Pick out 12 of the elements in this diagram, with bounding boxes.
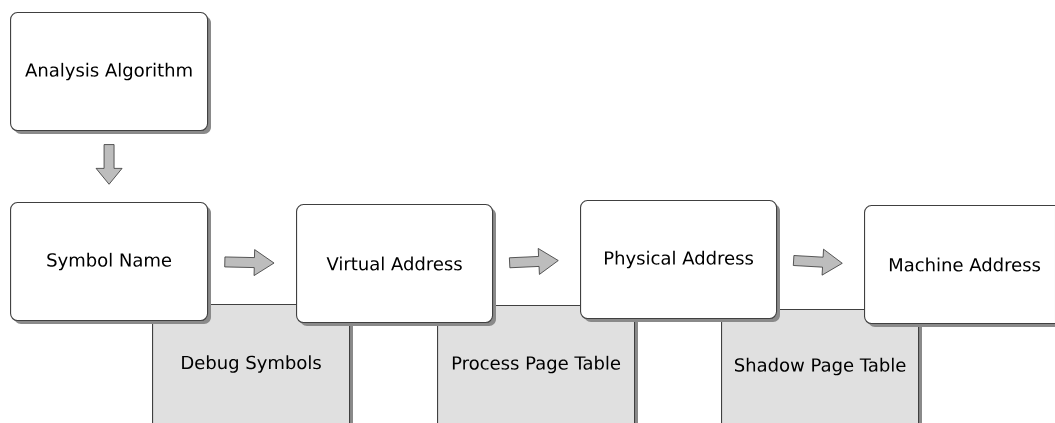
process-box: Machine Address <box>864 205 1055 327</box>
block-arrow <box>224 249 275 276</box>
block-arrow <box>792 248 843 276</box>
table-box: Debug Symbols <box>152 304 353 423</box>
table-box: Shadow Page Table <box>721 309 922 423</box>
process-box: Symbol Name <box>10 202 211 324</box>
process-box: Physical Address <box>580 200 780 322</box>
block-arrow <box>95 144 123 185</box>
process-box: Analysis Algorithm <box>10 12 211 134</box>
table-box: Process Page Table <box>437 305 638 423</box>
process-box: Virtual Address <box>296 204 496 326</box>
block-arrow <box>509 248 559 275</box>
